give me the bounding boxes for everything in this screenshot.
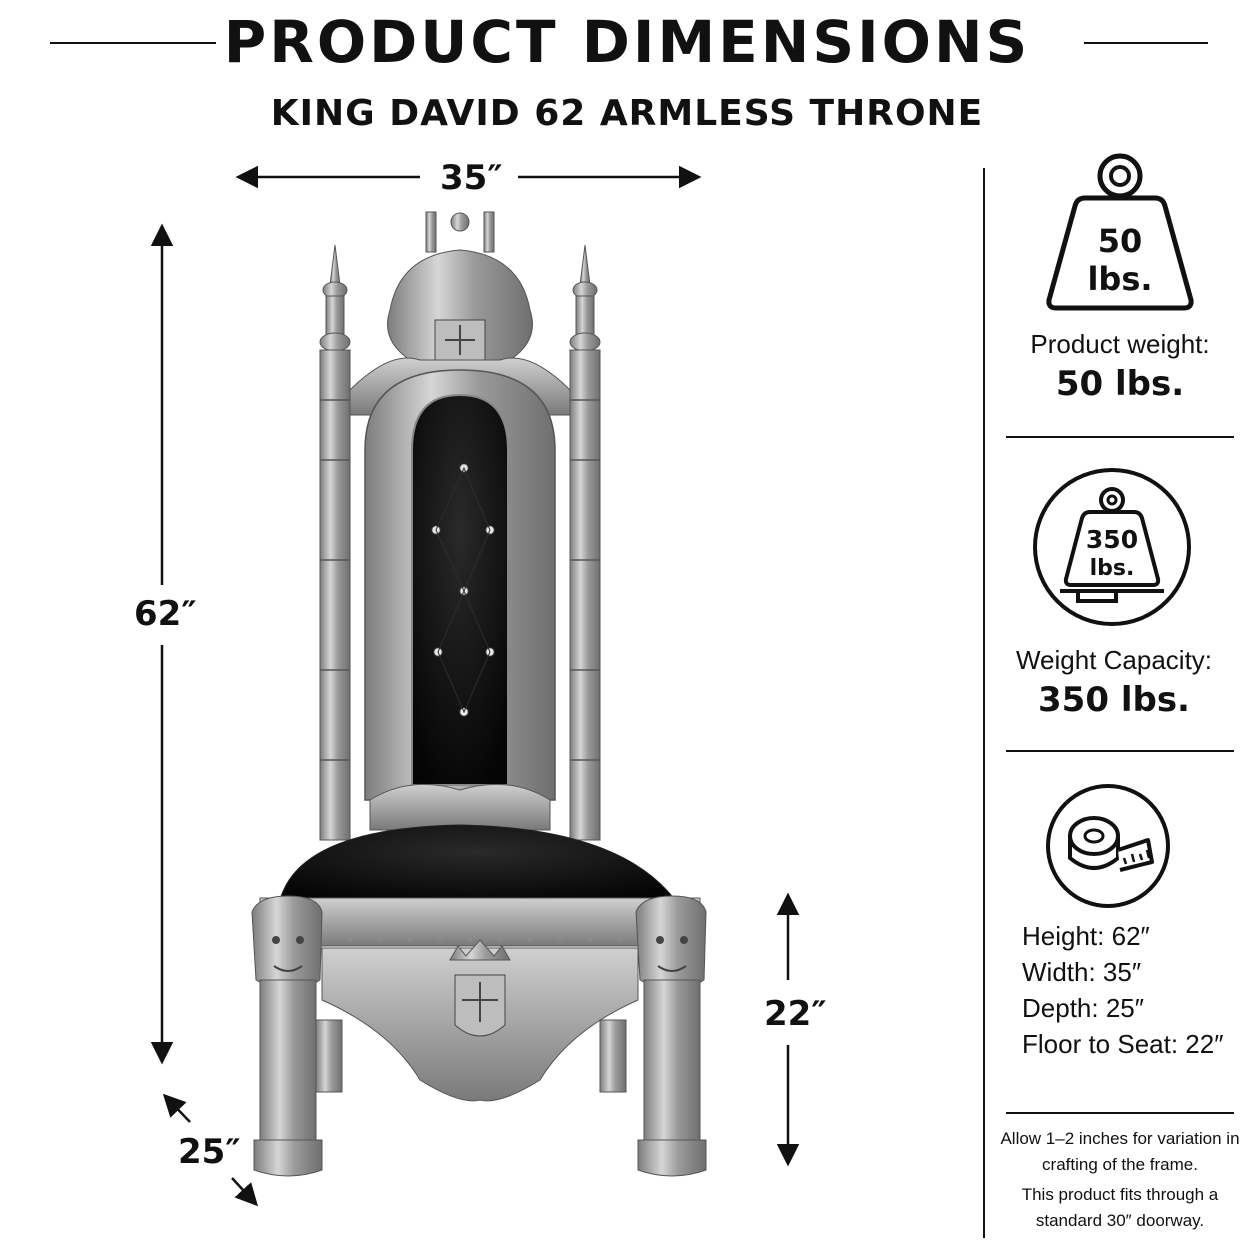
product-weight-label: Product weight: [1030,329,1210,359]
tape-measure-icon [1046,784,1170,908]
depth-arrow-top [162,1093,191,1123]
left-lion-leg [251,895,323,1177]
dimension-depth: Depth: 25″ [1022,993,1144,1023]
page-title: PRODUCT DIMENSIONS [223,8,1031,76]
seat-rail [259,897,701,947]
dimensions-list: Height: 62″ Width: 35″ Depth: 25″ Floor … [1022,918,1223,1062]
spec-divider-2 [1006,750,1234,752]
right-post [569,244,601,841]
weight-icon-unit: lbs. [1087,260,1153,298]
title-rule-right [1084,42,1208,44]
throne-image [251,211,707,1177]
depth-label: 25″ [178,1132,241,1172]
weight-capacity-label: Weight Capacity: [1015,645,1213,675]
width-label: 35″ [440,158,503,198]
weight-icon-value: 50 [1097,222,1143,260]
seat-height-label: 22″ [764,994,827,1034]
dimension-height: Height: 62″ [1022,921,1150,951]
left-post [319,244,351,841]
doorway-note: This product fits through a standard 30″… [1021,1185,1219,1230]
dimension-width: Width: 35″ [1022,957,1142,987]
weight-capacity-value: 350 lbs. [1038,680,1190,720]
product-weight-value: 50 lbs. [1055,364,1185,404]
weight-icon [1046,153,1194,311]
weight-capacity-icon [1033,468,1191,626]
variation-note: Allow 1–2 inches for variation in crafti… [1000,1129,1240,1174]
height-label: 62″ [134,594,197,634]
spec-divider-1 [1006,436,1234,438]
seat-cushion [279,824,677,901]
dimension-floor-to-seat: Floor to Seat: 22″ [1022,1029,1224,1059]
right-lion-leg [635,895,707,1177]
spec-divider-3 [1006,1112,1234,1114]
capacity-icon-value: 350 [1085,525,1139,554]
depth-arrow-bottom [231,1177,259,1207]
product-name: KING DAVID 62 ARMLESS THRONE [270,93,984,134]
capacity-icon-unit: lbs. [1089,556,1135,581]
title-rule-left [50,42,216,44]
spec-panel-divider [983,168,985,1238]
